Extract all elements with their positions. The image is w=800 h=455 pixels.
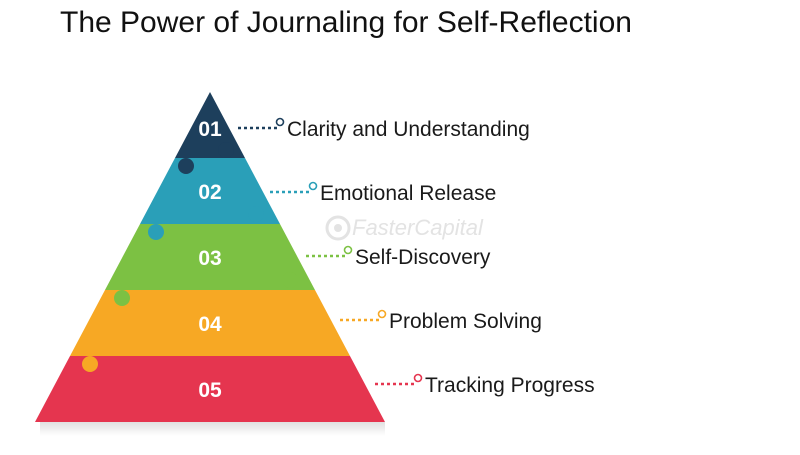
- tier-label-02: Emotional Release: [320, 182, 496, 205]
- page-title: The Power of Journaling for Self-Reflect…: [60, 6, 632, 39]
- tier-number-03: 03: [198, 247, 221, 270]
- connector-dot-01: [275, 117, 285, 127]
- puzzle-knob-8: [82, 356, 98, 372]
- puzzle-knob-1: [218, 142, 234, 158]
- tier-label-05: Tracking Progress: [425, 374, 595, 397]
- pyramid-tier-01: [175, 92, 245, 158]
- tier-number-02: 02: [198, 181, 221, 204]
- connector-dot-03: [343, 245, 353, 255]
- pyramid-tier-03: [105, 224, 315, 290]
- puzzle-knob-4: [148, 224, 164, 240]
- connector-dot-04: [377, 309, 387, 319]
- tier-number-04: 04: [198, 313, 222, 336]
- puzzle-knob-6: [114, 290, 130, 306]
- tier-number-05: 05: [198, 379, 222, 402]
- connector-dot-05: [413, 373, 423, 383]
- puzzle-knob-2: [178, 158, 194, 174]
- pyramid-shadow: [40, 422, 385, 436]
- pyramid-tier-05: [35, 356, 385, 422]
- tier-number-01: 01: [198, 118, 222, 141]
- connector-dot-02: [308, 181, 318, 191]
- pyramid-tier-02: [140, 158, 280, 224]
- puzzle-knob-3: [248, 206, 264, 222]
- watermark-text: FasterCapital: [352, 215, 484, 240]
- pyramid-tier-04: [70, 290, 350, 356]
- puzzle-knob-7: [312, 338, 328, 354]
- puzzle-knob-5: [282, 272, 298, 288]
- tier-label-04: Problem Solving: [389, 310, 542, 333]
- tier-label-03: Self-Discovery: [355, 246, 491, 269]
- watermark-logo: FasterCapital: [325, 215, 484, 241]
- tier-label-01: Clarity and Understanding: [287, 118, 530, 141]
